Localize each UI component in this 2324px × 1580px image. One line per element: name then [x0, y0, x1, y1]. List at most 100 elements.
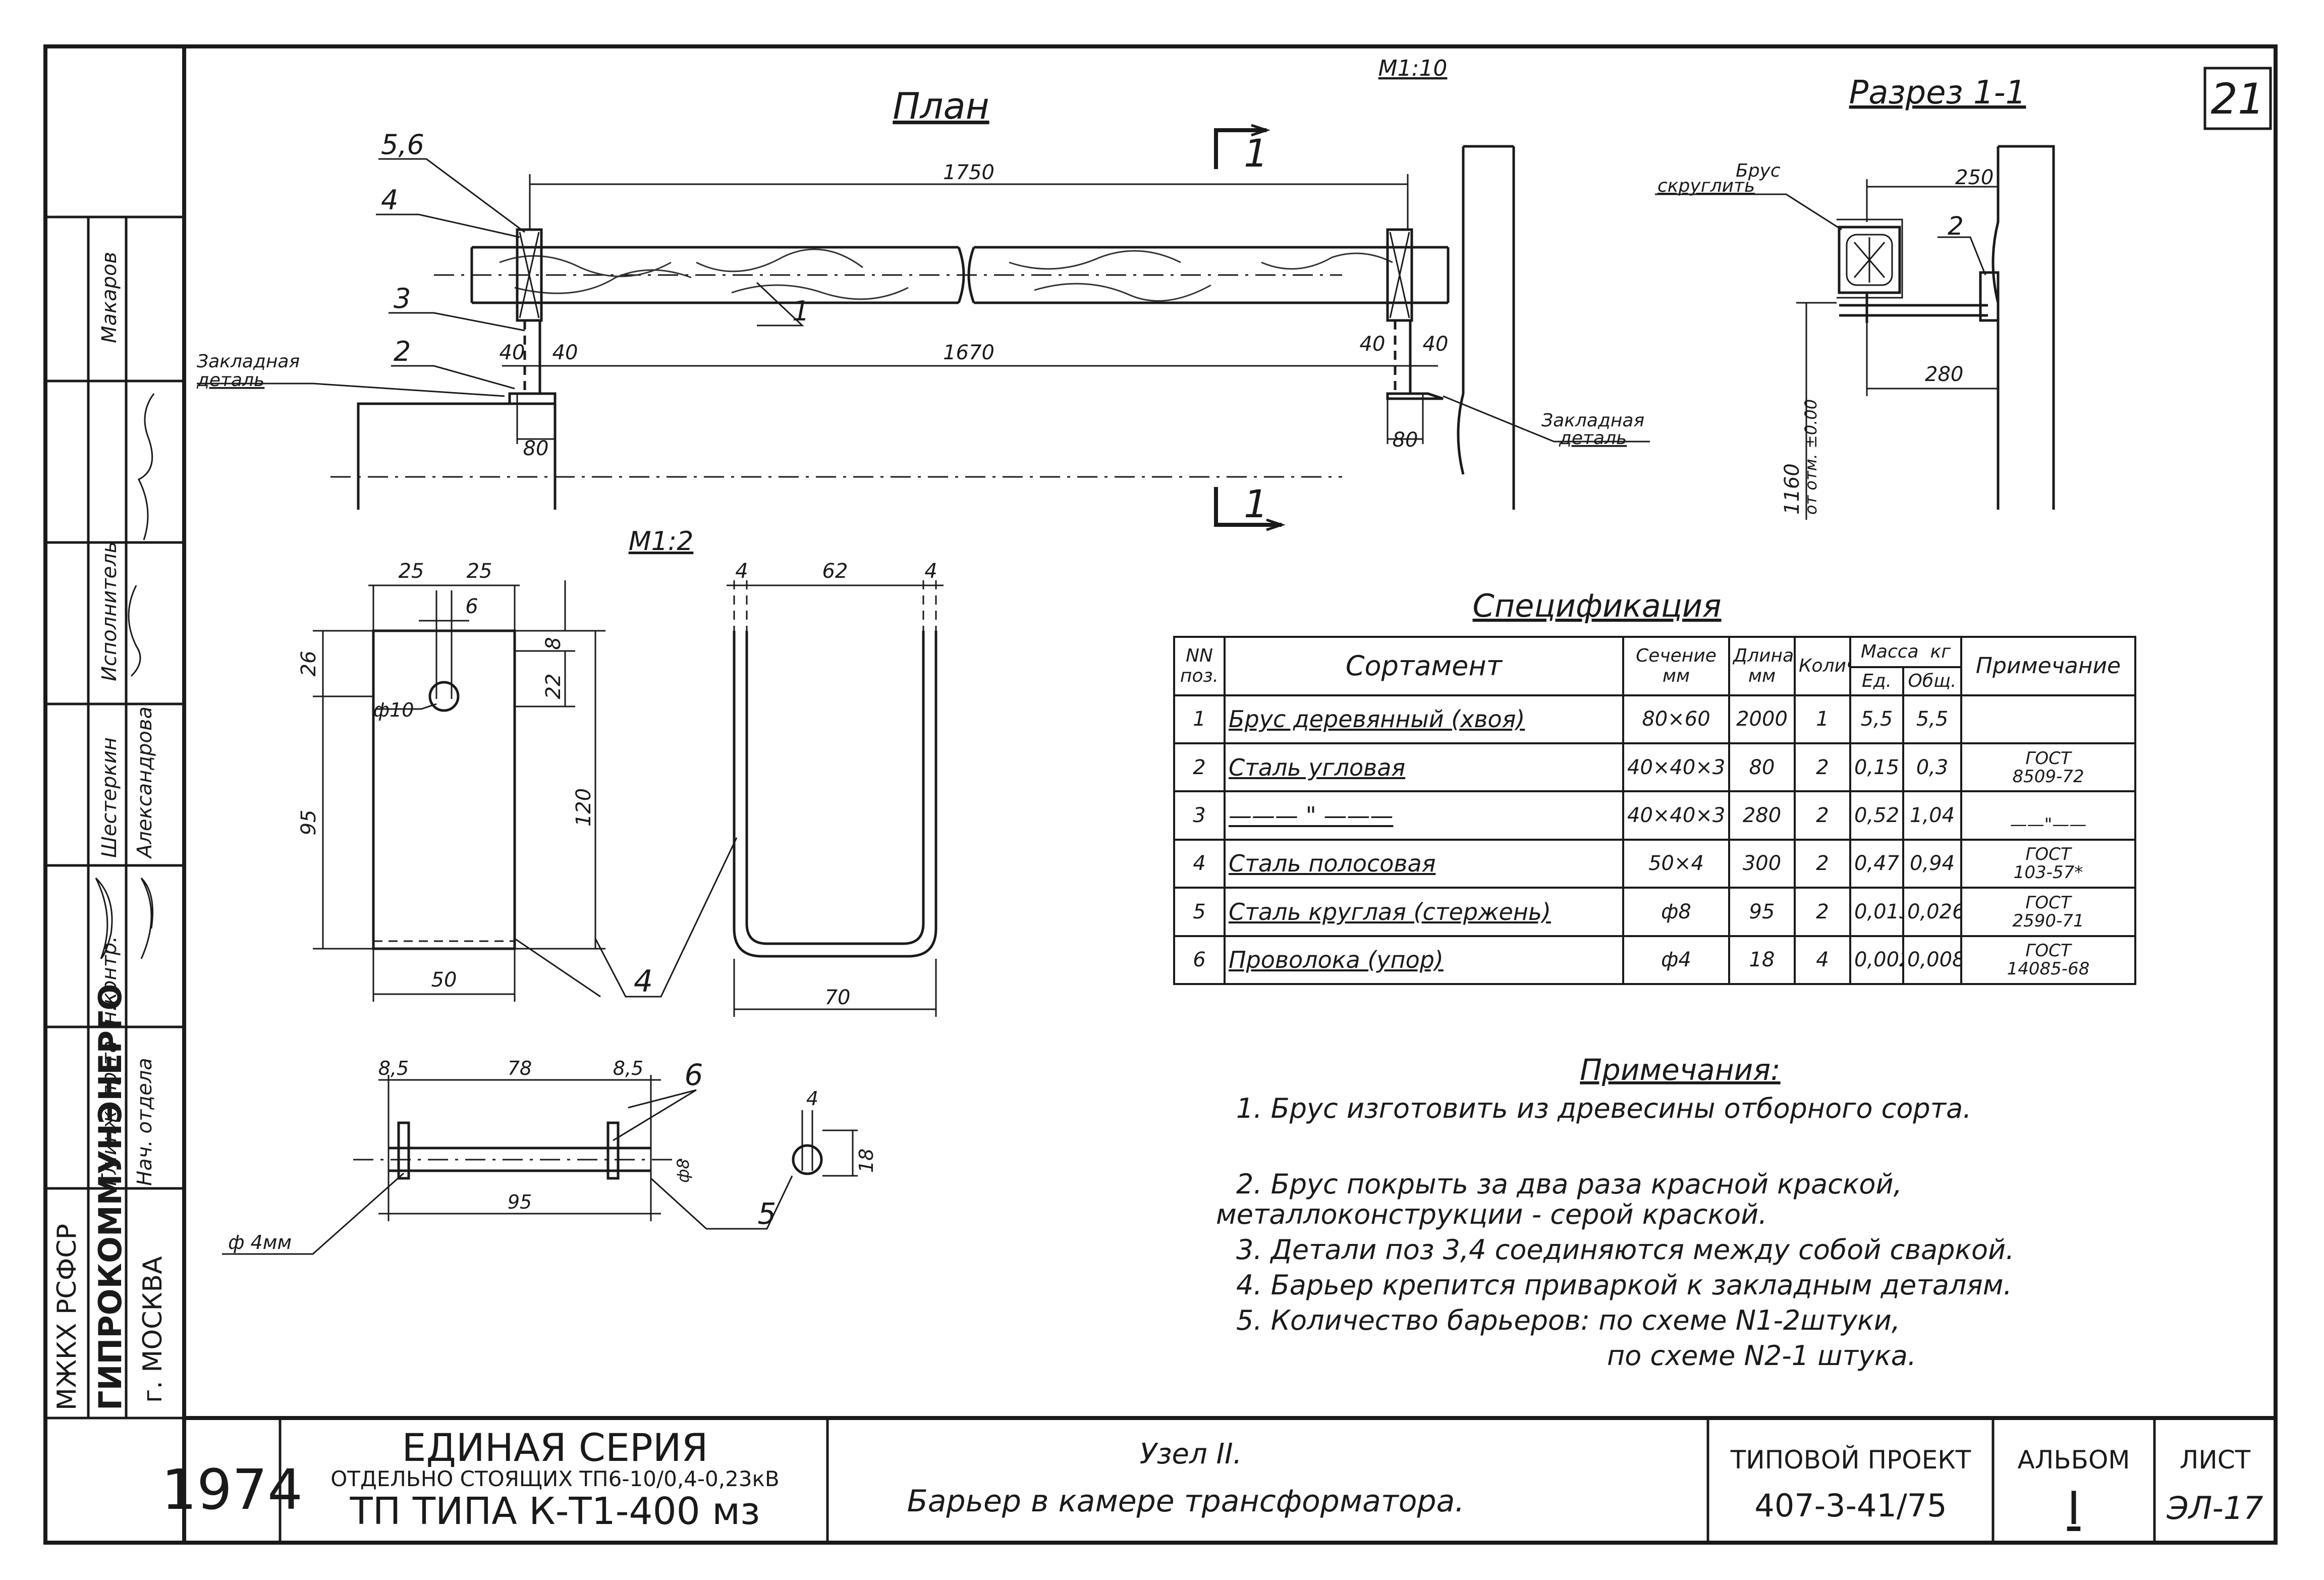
leader-1: 1 [792, 295, 809, 327]
spec-cell-total: 0,026 [1902, 887, 1962, 937]
strip-item-4: 4 [634, 964, 653, 999]
spec-cell-name: ——— " ——— [1224, 790, 1624, 841]
plan-post-right [1386, 228, 1444, 444]
tb-node-desc: Барьер в камере трансформатора. [907, 1484, 1465, 1519]
plan-wall [1457, 145, 1515, 510]
dim-40c: 40 [1360, 333, 1386, 356]
spec-cell-qty: 2 [1794, 838, 1851, 889]
spec-cell-length: 95 [1728, 887, 1796, 937]
spec-cell-total: 0,3 [1902, 742, 1962, 793]
spec-cell-name: Сталь полосовая [1224, 838, 1624, 889]
note-2b: металлоконструкции - серой краской. [1216, 1198, 1767, 1230]
leader-3: 3 [394, 283, 411, 314]
section-mark-bottom-label: 1 [1244, 481, 1268, 526]
spec-cell-unit: 0,002 [1849, 935, 1904, 986]
dim-1750: 1750 [943, 161, 994, 184]
spec-h-qty: Колич. [1794, 636, 1851, 696]
tb-sheet-value: ЭЛ-17 [2166, 1490, 2263, 1527]
section-beam-label-2: скруглить [1657, 176, 1755, 196]
spec-note-line1: ГОСТ [2025, 941, 2071, 961]
rod-item-6: 6 [685, 1058, 703, 1092]
rod-end-dim-18: 18 [855, 1149, 877, 1173]
spec-note-line1: ГОСТ [2025, 748, 2071, 769]
tb-project-label: ТИПОВОЙ ПРОЕКТ [1730, 1445, 1971, 1475]
spec-h-name: Сортамент [1224, 636, 1624, 696]
section-dim-250: 250 [1955, 166, 1994, 189]
plate-dim-120: 120 [572, 788, 595, 827]
tb-series-3: ТП ТИПА К-Т1-400 мз [350, 1490, 760, 1533]
spec-cell-qty: 2 [1794, 742, 1851, 793]
note-4: 4. Барьер крепится приваркой к закладным… [1236, 1269, 2012, 1301]
spec-cell-unit: 0,47 [1849, 838, 1904, 889]
tb-sheet-label: ЛИСТ [2180, 1445, 2251, 1475]
rod-dim-8-5b: 8,5 [613, 1057, 643, 1079]
stamp-row1-role: Макаров [98, 252, 121, 343]
note-3: 3. Детали поз 3,4 соединяются между собо… [1236, 1234, 2014, 1266]
strip-dim-70: 70 [825, 986, 851, 1009]
plate-dim-50: 50 [431, 968, 457, 992]
strip-dim-4a: 4 [735, 560, 748, 583]
rod-dim-95: 95 [508, 1191, 532, 1213]
spec-cell-pos: 5 [1173, 887, 1226, 937]
spec-cell-section: 40×40×3 [1622, 742, 1730, 793]
section-height-1160: 1160 [1781, 463, 1804, 515]
plan-beam [470, 246, 1450, 304]
stamp-row4-name: Александрова [133, 706, 156, 859]
spec-h-mass-unit: Ед. [1849, 666, 1904, 696]
org-city: г. МОСКВА [138, 1256, 168, 1403]
spec-cell-length: 280 [1728, 790, 1796, 841]
spec-cell-total: 5,5 [1902, 694, 1962, 744]
plate-dim-6: 6 [465, 595, 478, 618]
dim-80-right: 80 [1393, 428, 1418, 452]
spec-note-line2: 103-57* [2013, 862, 2083, 883]
section-item-2: 2 [1948, 211, 1964, 241]
dim-80-left: 80 [523, 437, 549, 460]
spec-cell-qty: 2 [1794, 790, 1851, 841]
spec-cell-name: Сталь угловая [1224, 742, 1624, 793]
rod-wire-label: ф 4мм [228, 1231, 292, 1254]
stamp-row5-role: н.контр. [98, 936, 121, 1024]
stamp-row3-role: Исполнитель [98, 541, 121, 681]
section-drawing [1655, 145, 2055, 520]
spec-cell-section: 40×40×3 [1622, 790, 1730, 841]
note-1: 1. Брус изготовить из древесины отборног… [1236, 1093, 1971, 1124]
notes-title: Примечания: [1580, 1053, 1780, 1087]
plan-floor [357, 402, 557, 510]
section-mark-bottom [1214, 487, 1286, 531]
plate-dim-26: 26 [297, 651, 320, 677]
rod-dim-d8: ф8 [674, 1159, 693, 1183]
title-block [279, 1418, 2156, 1543]
spec-cell-total: 0,008 [1902, 935, 1962, 986]
section-title: Разрез 1-1 [1849, 74, 2026, 112]
dim-1670: 1670 [943, 341, 994, 364]
section-mark-top [1214, 124, 1270, 169]
spec-cell-total: 0,94 [1902, 838, 1962, 889]
spec-h-mass: Масса кг [1849, 635, 1962, 669]
spec-note-line2: 14085-68 [2007, 959, 2090, 979]
leader-4: 4 [381, 184, 398, 216]
strip-dim-4b: 4 [924, 560, 937, 583]
spec-cell-total: 1,04 [1902, 790, 1962, 841]
tb-year: 1974 [161, 1457, 303, 1522]
detail-plate [313, 580, 605, 1002]
leader-5-6: 5,6 [381, 129, 424, 160]
spec-cell-pos: 2 [1173, 742, 1226, 793]
org-institute: ГИПРОКОММУНЭНЕРГО [92, 984, 129, 1410]
tb-project-code: 407-3-41/75 [1754, 1487, 1947, 1524]
signature-mark [137, 393, 155, 540]
tb-node: Узел II. [1140, 1438, 1242, 1470]
spec-cell-qty: 1 [1794, 694, 1851, 744]
stamp-row6-role: Гл.инж. пр-та [98, 1041, 121, 1186]
plate-dim-22: 22 [542, 674, 565, 699]
embedded-left-2: деталь [196, 370, 264, 391]
